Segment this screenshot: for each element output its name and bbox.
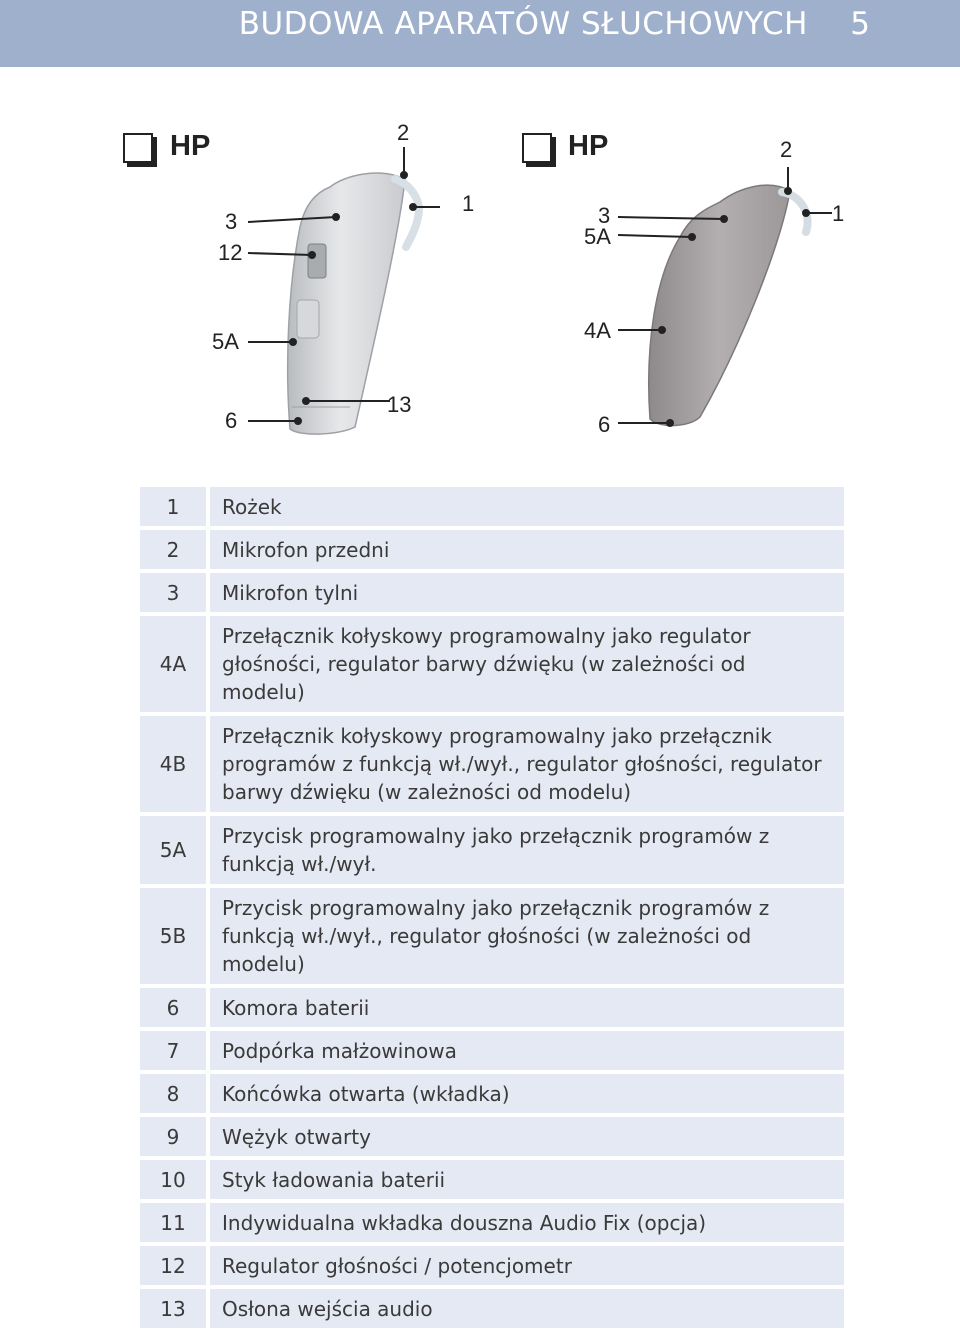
checkbox-icon[interactable]	[522, 133, 552, 163]
hearing-aid-figure: HP HP 2 1 3 12 5A 6 13 2 1 3 5A 4A 6	[0, 67, 960, 477]
legend-number: 4A	[140, 616, 206, 712]
callout-5a: 5A	[212, 329, 239, 354]
legend-text: Osłona wejścia audio	[210, 1289, 844, 1328]
callout-1: 1	[462, 191, 475, 216]
legend-text: Przełącznik kołyskowy programowalny jako…	[210, 616, 844, 712]
legend-text: Przełącznik kołyskowy programowalny jako…	[210, 716, 844, 812]
component-legend: 1 Rożek 2 Mikrofon przedni 3 Mikrofon ty…	[140, 487, 844, 1332]
callout-4a: 4A	[584, 318, 611, 343]
legend-number: 1	[140, 487, 206, 526]
legend-text: Podpórka małżowinowa	[210, 1031, 844, 1070]
legend-number: 8	[140, 1074, 206, 1113]
legend-row: 9 Wężyk otwarty	[140, 1117, 844, 1156]
right-hearing-aid	[648, 184, 812, 427]
callout-3: 3	[225, 209, 238, 234]
callout-3: 3	[598, 203, 611, 228]
legend-number: 5B	[140, 888, 206, 984]
right-device-label: HP	[568, 130, 609, 162]
legend-number: 13	[140, 1289, 206, 1328]
page-number: 5	[850, 6, 870, 42]
legend-number: 6	[140, 988, 206, 1027]
legend-number: 9	[140, 1117, 206, 1156]
legend-text: Komora baterii	[210, 988, 844, 1027]
legend-row: 7 Podpórka małżowinowa	[140, 1031, 844, 1070]
legend-row: 1 Rożek	[140, 487, 844, 526]
callout-5a: 5A	[584, 224, 611, 249]
callout-12: 12	[218, 240, 243, 265]
legend-text: Mikrofon tylni	[210, 573, 844, 612]
callout-6: 6	[225, 408, 238, 433]
callout-13: 13	[387, 392, 412, 417]
left-callout-lines	[247, 147, 440, 425]
legend-row: 5B Przycisk programowalny jako przełączn…	[140, 888, 844, 984]
legend-row: 3 Mikrofon tylni	[140, 573, 844, 612]
legend-text: Wężyk otwarty	[210, 1117, 844, 1156]
legend-row: 4A Przełącznik kołyskowy programowalny j…	[140, 616, 844, 712]
page-title: BUDOWA APARATÓW SŁUCHOWYCH	[238, 6, 808, 42]
legend-number: 11	[140, 1203, 206, 1242]
legend-row: 6 Komora baterii	[140, 988, 844, 1027]
legend-number: 12	[140, 1246, 206, 1285]
left-device-label: HP	[170, 130, 211, 162]
legend-number: 4B	[140, 716, 206, 812]
callout-6: 6	[598, 412, 611, 437]
legend-row: 2 Mikrofon przedni	[140, 530, 844, 569]
legend-text: Styk ładowania baterii	[210, 1160, 844, 1199]
hearing-aid-illustrations	[247, 147, 832, 435]
legend-number: 7	[140, 1031, 206, 1070]
callout-2: 2	[397, 120, 410, 145]
legend-row: 12 Regulator głośności / potencjometr	[140, 1246, 844, 1285]
legend-number: 5A	[140, 816, 206, 884]
legend-text: Końcówka otwarta (wkładka)	[210, 1074, 844, 1113]
legend-row: 13 Osłona wejścia audio	[140, 1289, 844, 1328]
right-callout-lines	[617, 167, 832, 427]
legend-row: 11 Indywidualna wkładka douszna Audio Fi…	[140, 1203, 844, 1242]
legend-text: Indywidualna wkładka douszna Audio Fix (…	[210, 1203, 844, 1242]
legend-row: 8 Końcówka otwarta (wkładka)	[140, 1074, 844, 1113]
page-header: BUDOWA APARATÓW SŁUCHOWYCH 5	[0, 0, 960, 67]
legend-text: Przycisk programowalny jako przełącznik …	[210, 816, 844, 884]
callout-2: 2	[780, 137, 793, 162]
checkbox-icon[interactable]	[123, 133, 153, 163]
legend-number: 10	[140, 1160, 206, 1199]
legend-row: 10 Styk ładowania baterii	[140, 1160, 844, 1199]
legend-text: Rożek	[210, 487, 844, 526]
legend-text: Regulator głośności / potencjometr	[210, 1246, 844, 1285]
legend-row: 4B Przełącznik kołyskowy programowalny j…	[140, 716, 844, 812]
legend-text: Przycisk programowalny jako przełącznik …	[210, 888, 844, 984]
legend-number: 3	[140, 573, 206, 612]
legend-number: 2	[140, 530, 206, 569]
legend-row: 5A Przycisk programowalny jako przełączn…	[140, 816, 844, 884]
legend-text: Mikrofon przedni	[210, 530, 844, 569]
callout-1: 1	[832, 201, 845, 226]
